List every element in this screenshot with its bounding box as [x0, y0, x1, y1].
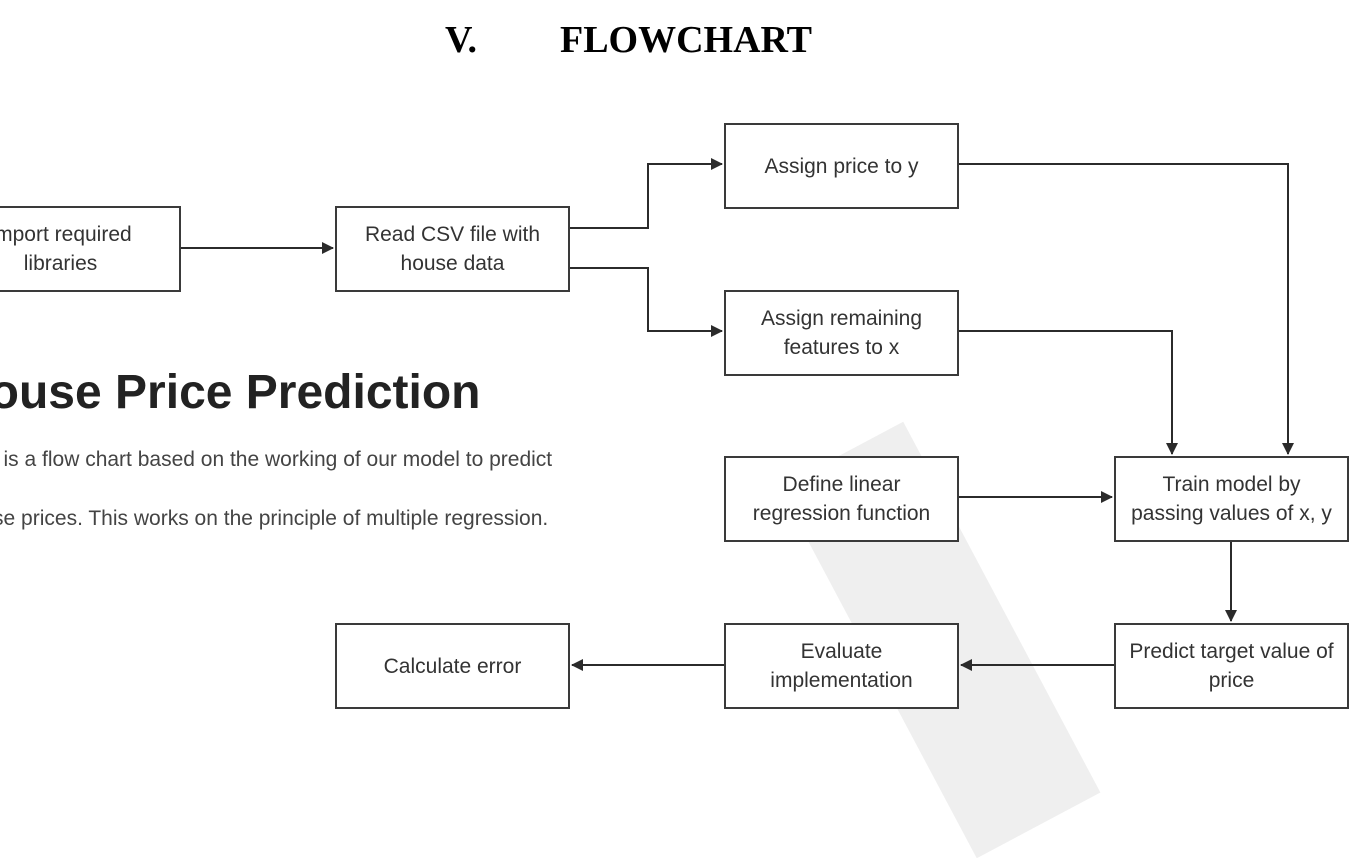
arrow-read-to-assign-remaining — [570, 267, 723, 337]
node-label: Predict target value of price — [1129, 640, 1334, 692]
arrow-read-to-assign-price — [570, 158, 723, 229]
overlay-title: House Price Prediction — [0, 366, 481, 419]
node-assign-remaining: Assign remaining features to x — [724, 290, 959, 376]
node-label: Assign price to y — [764, 154, 919, 178]
node-label: Calculate error — [383, 654, 522, 678]
node-train-model: Train model by passing values of x, y — [1114, 456, 1349, 542]
node-label: Import required libraries — [0, 223, 132, 275]
node-label: Define linear regression function — [752, 473, 931, 525]
node-read-csv: Read CSV file with house data — [335, 206, 570, 292]
node-label: Train model by passing values of x, y — [1131, 473, 1332, 525]
section-title: FLOWCHART — [560, 19, 813, 61]
overlay-description-line-2: house prices. This works on the principl… — [0, 507, 549, 530]
node-calculate-error: Calculate error — [335, 623, 570, 709]
node-predict-target: Predict target value of price — [1114, 623, 1349, 709]
arrow-assign-price-to-train — [959, 163, 1294, 455]
arrow-assign-remaining-to-train — [959, 330, 1178, 455]
node-label: Read CSV file with house data — [364, 223, 541, 275]
node-import-libraries: Import required libraries — [0, 206, 181, 292]
connector-layer — [181, 158, 1294, 671]
node-assign-price: Assign price to y — [724, 123, 959, 209]
node-evaluate: Evaluate implementation — [724, 623, 959, 709]
node-define-regression: Define linear regression function — [724, 456, 959, 542]
section-heading: V. FLOWCHART — [0, 18, 1359, 62]
overlay-description-line-1: This is a flow chart based on the workin… — [0, 448, 553, 471]
node-label: Evaluate implementation — [770, 640, 913, 692]
section-number: V. — [445, 19, 478, 61]
node-label: Assign remaining features to x — [760, 307, 923, 359]
